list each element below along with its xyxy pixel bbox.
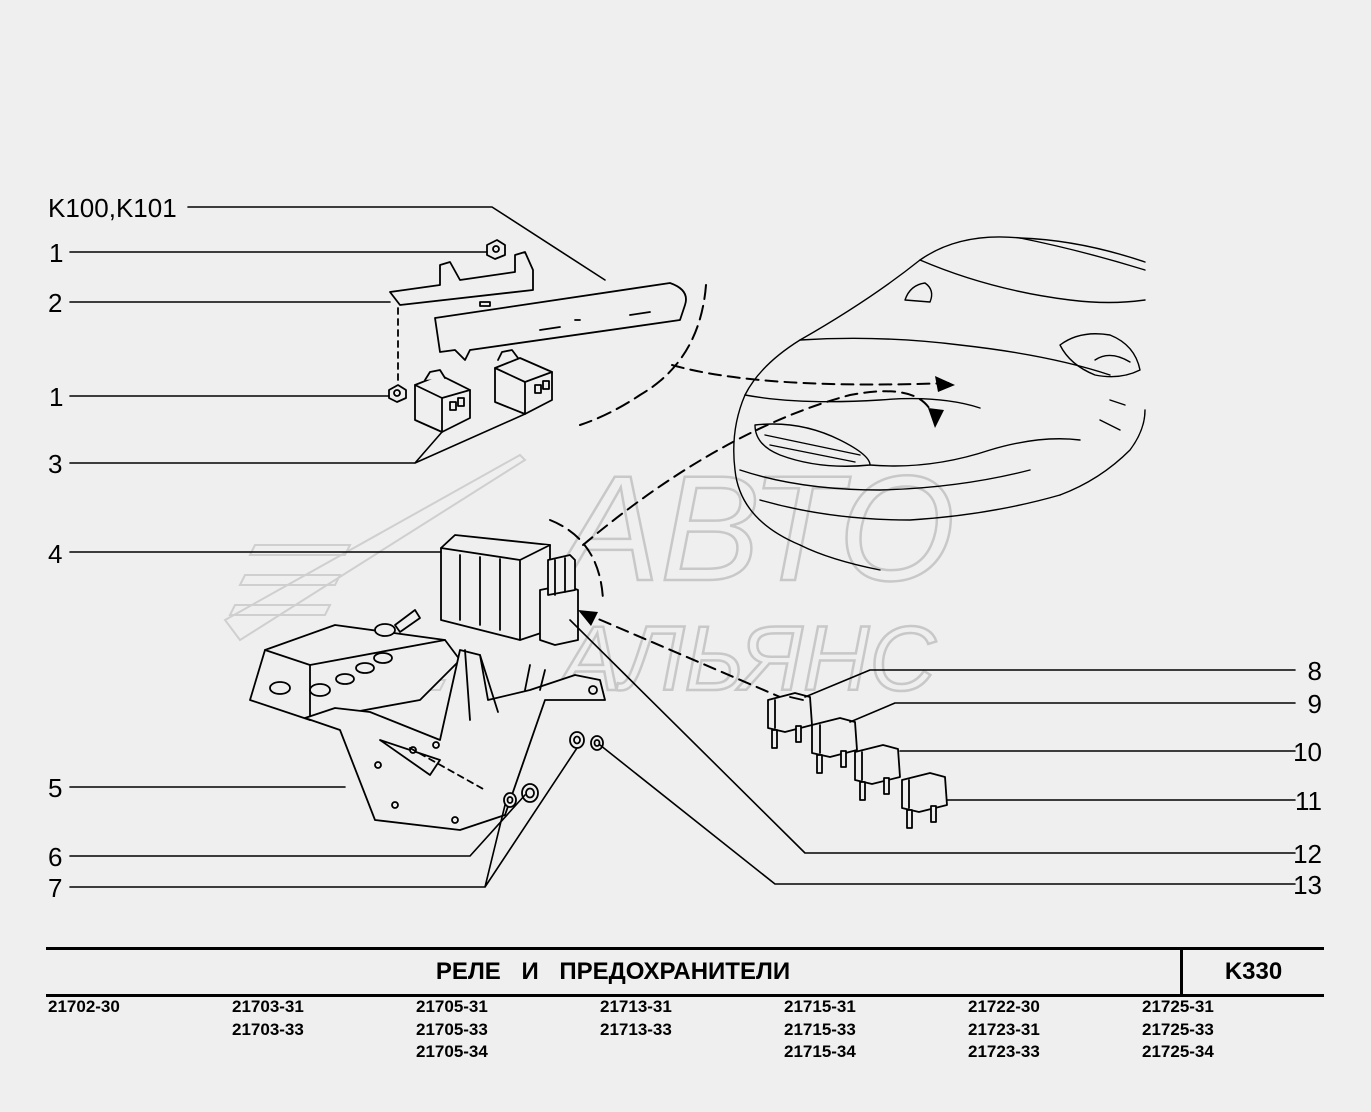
model-number: 21723-31 bbox=[968, 1019, 1040, 1039]
location-arrows bbox=[581, 364, 951, 698]
model-column-2: 21703-31 21703-33 bbox=[232, 997, 304, 1042]
diagram-code: K330 bbox=[1224, 958, 1283, 985]
model-column-5: 21715-31 21715-33 21715-34 bbox=[784, 997, 856, 1065]
callout-8: 8 bbox=[1307, 656, 1322, 686]
washer-13 bbox=[590, 735, 604, 751]
detail-arcs bbox=[549, 284, 707, 601]
model-column-7: 21725-31 21725-33 21725-34 bbox=[1142, 997, 1214, 1065]
relay-unit bbox=[539, 554, 579, 646]
watermark-line-2: АЛЬЯНС bbox=[555, 608, 936, 710]
model-number: 21703-31 bbox=[232, 997, 304, 1016]
battery-assembly bbox=[249, 609, 461, 721]
fuse-8 bbox=[767, 692, 813, 749]
title-block: РЕЛЕ И ПРЕДОХРАНИТЕЛИ K330 bbox=[46, 947, 1324, 997]
nut-1-top bbox=[486, 239, 506, 260]
model-number: 21705-33 bbox=[416, 1019, 488, 1039]
callout-k100-k101: K100,K101 bbox=[48, 193, 177, 223]
nut-6 bbox=[521, 783, 539, 803]
model-number: 21725-31 bbox=[1142, 997, 1214, 1016]
callout-13: 13 bbox=[1293, 870, 1322, 900]
callout-7: 7 bbox=[48, 873, 63, 903]
callout-1-top: 1 bbox=[49, 238, 64, 268]
model-number: 21725-34 bbox=[1142, 1042, 1214, 1061]
watermark: АВТО АЛЬЯНС bbox=[223, 443, 956, 711]
relay-right bbox=[494, 349, 553, 415]
model-number: 21715-31 bbox=[784, 997, 856, 1016]
model-column-1: 21702-30 bbox=[48, 997, 120, 1020]
car-front-illustration bbox=[733, 236, 1146, 571]
washer-7a bbox=[503, 792, 517, 808]
callout-6: 6 bbox=[48, 842, 63, 872]
callout-3: 3 bbox=[48, 449, 63, 479]
fuse-11 bbox=[901, 772, 948, 829]
model-number: 21715-34 bbox=[784, 1042, 856, 1061]
washer-7b bbox=[569, 731, 585, 749]
model-number: 21703-33 bbox=[232, 1019, 304, 1039]
leader-lines bbox=[69, 206, 1296, 888]
callout-4: 4 bbox=[48, 539, 63, 569]
watermark-line-1: АВТО bbox=[552, 444, 955, 612]
callout-10: 10 bbox=[1293, 737, 1322, 767]
parts-diagram: АВТО АЛЬЯНС bbox=[69, 206, 1296, 888]
relay-left bbox=[414, 369, 471, 433]
nut-1-bottom bbox=[388, 384, 407, 403]
model-number: 21722-30 bbox=[968, 997, 1040, 1016]
model-column-4: 21713-31 21713-33 bbox=[600, 997, 672, 1042]
model-number: 21713-33 bbox=[600, 1019, 672, 1039]
callout-5: 5 bbox=[48, 773, 63, 803]
callout-12: 12 bbox=[1293, 839, 1322, 869]
callout-11: 11 bbox=[1295, 786, 1322, 816]
title-divider bbox=[1180, 950, 1183, 994]
model-number: 21723-33 bbox=[968, 1042, 1040, 1061]
callout-1-bottom: 1 bbox=[49, 382, 64, 412]
fuse-9 bbox=[811, 717, 858, 774]
model-number: 21713-31 bbox=[600, 997, 672, 1016]
model-number: 21725-33 bbox=[1142, 1019, 1214, 1039]
model-number: 21705-31 bbox=[416, 997, 488, 1016]
fuse-block-housing bbox=[440, 534, 551, 641]
model-number: 21705-34 bbox=[416, 1042, 488, 1061]
model-column-6: 21722-30 21723-31 21723-33 bbox=[968, 997, 1040, 1065]
relay-bracket bbox=[389, 251, 687, 361]
diagram-title: РЕЛЕ И ПРЕДОХРАНИТЕЛИ bbox=[435, 958, 791, 985]
mounting-bracket bbox=[304, 649, 606, 831]
callout-2: 2 bbox=[48, 288, 63, 318]
callout-9: 9 bbox=[1307, 689, 1322, 719]
fuse-10 bbox=[854, 744, 901, 801]
model-number: 21702-30 bbox=[48, 997, 120, 1016]
model-number: 21715-33 bbox=[784, 1019, 856, 1039]
model-column-3: 21705-31 21705-33 21705-34 bbox=[416, 997, 488, 1065]
